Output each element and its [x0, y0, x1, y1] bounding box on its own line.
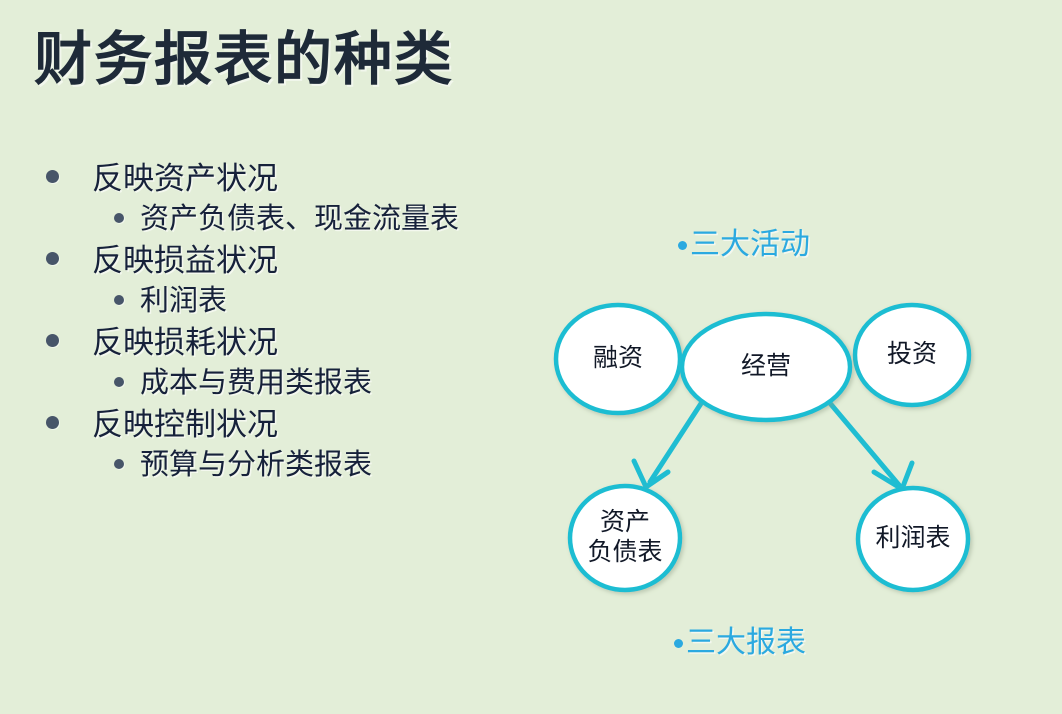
- bullet-dot-icon: [114, 295, 124, 305]
- list-item-label: 成本与费用类报表: [140, 367, 373, 399]
- caption-bullet-dot-icon: [678, 240, 687, 250]
- caption-three-statements-label: 三大报表: [686, 626, 806, 659]
- list-item: 反映资产状况: [46, 158, 566, 199]
- caption-three-activities-label: 三大活动: [690, 228, 810, 261]
- bullet-list: 反映资产状况 资产负债表、现金流量表 反映损益状况 利润表 反映损耗状况 成本与…: [46, 158, 566, 486]
- page-title: 财务报表的种类: [34, 25, 455, 93]
- bullet-dot-icon: [114, 459, 124, 469]
- list-item-label: 反映资产状况: [92, 161, 278, 196]
- bullet-dot-icon: [114, 377, 124, 387]
- caption-three-statements: 三大报表: [674, 625, 806, 661]
- list-item-label: 反映控制状况: [92, 407, 278, 442]
- list-item-label: 反映损耗状况: [92, 325, 278, 360]
- bullet-dot-icon: [46, 416, 59, 429]
- list-item: 反映控制状况: [46, 404, 566, 445]
- list-item-label: 资产负债表、现金流量表: [140, 203, 460, 235]
- diagram-shapes: [553, 302, 972, 593]
- bullet-dot-icon: [46, 170, 59, 183]
- node-investing[interactable]: [852, 302, 972, 408]
- edge-operating-to-income: [826, 399, 915, 492]
- list-item-label: 预算与分析类报表: [140, 449, 373, 481]
- list-item: 成本与费用类报表: [114, 363, 566, 404]
- node-balance-sheet[interactable]: [567, 483, 683, 593]
- list-item: 反映损益状况: [46, 240, 566, 281]
- cash-flow-diagram: 融资 经营 投资 资产 负债表 利润表 三大活动 三大报表: [530, 210, 1030, 680]
- list-item: 资产负债表、现金流量表: [114, 199, 566, 240]
- node-financing[interactable]: [553, 302, 683, 416]
- bullet-dot-icon: [46, 252, 59, 265]
- caption-three-activities: 三大活动: [678, 227, 810, 263]
- list-item-label: 反映损益状况: [92, 243, 278, 278]
- list-item: 利润表: [114, 281, 566, 322]
- node-income-statement[interactable]: [855, 485, 971, 593]
- bullet-dot-icon: [114, 213, 124, 223]
- list-item: 预算与分析类报表: [114, 445, 566, 486]
- edge-operating-to-balance: [631, 399, 705, 490]
- caption-bullet-dot-icon: [674, 638, 683, 648]
- bullet-dot-icon: [46, 334, 59, 347]
- node-operating[interactable]: [679, 311, 853, 423]
- list-item: 反映损耗状况: [46, 322, 566, 363]
- list-item-label: 利润表: [140, 285, 228, 317]
